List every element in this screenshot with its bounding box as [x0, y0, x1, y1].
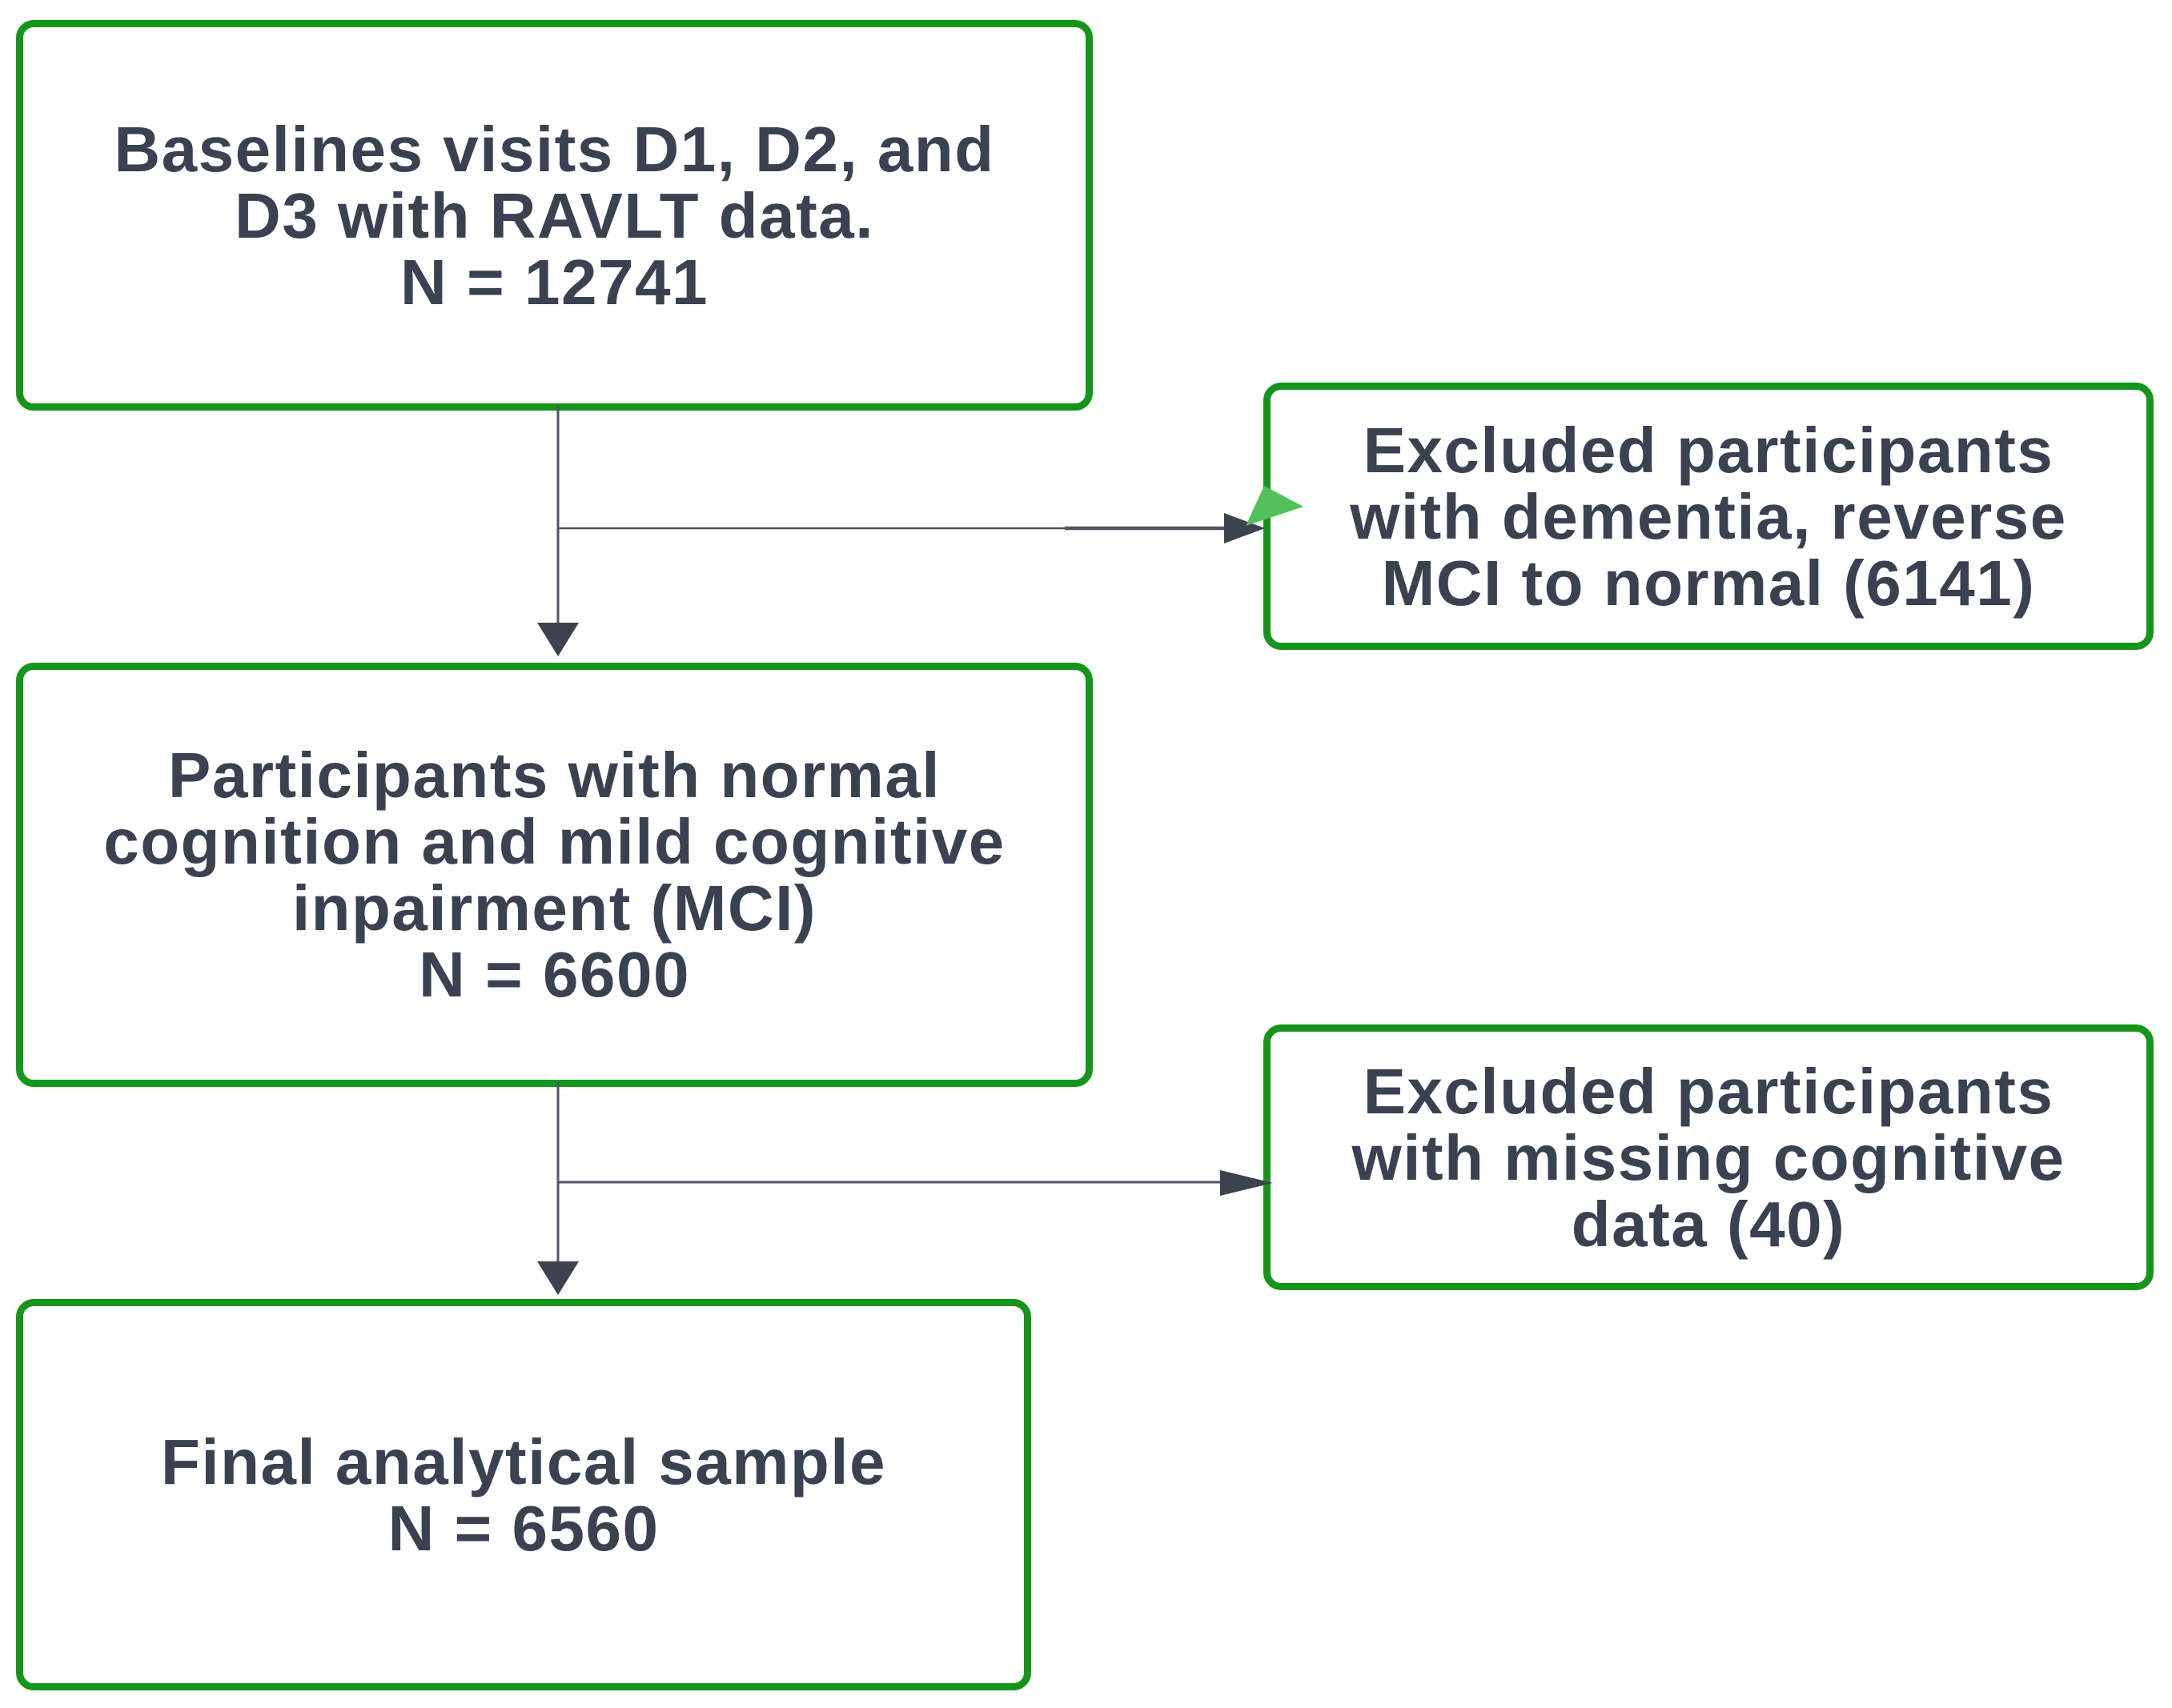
box-text-line: Final analytical sample — [161, 1425, 886, 1498]
flow-box-baseline: Baselines visits D1, D2, and D3 with RAV… — [16, 20, 1093, 411]
box-text-line: Participants with normal — [167, 740, 941, 811]
box-text-line: with missing cognitive — [1351, 1121, 2066, 1193]
connector-baseline-to-excluded-dementia — [558, 486, 1303, 543]
box-text-line: N = 12741 — [400, 246, 709, 318]
arrow-down-icon — [537, 1261, 579, 1295]
flow-box-excluded-dementia: Excluded participants with dementia, rev… — [1263, 383, 2154, 650]
flow-box-excluded-missing: Excluded participants with missing cogni… — [1263, 1024, 2154, 1290]
connector-baseline-to-cohort — [537, 405, 579, 656]
connector-cohort-to-excluded-missing — [558, 1170, 1273, 1196]
box-text-line: inpairment (MCI) — [291, 872, 817, 944]
arrow-down-icon — [537, 623, 579, 656]
arrow-right-icon — [1224, 513, 1265, 543]
box-text-line: with dementia, reverse — [1350, 480, 2067, 552]
flow-box-cohort: Participants with normal cognition and m… — [16, 663, 1093, 1087]
connector-cohort-to-final — [537, 1082, 579, 1295]
box-text-line: N = 6600 — [419, 939, 690, 1010]
box-text-line: data (40) — [1571, 1188, 1846, 1260]
box-text-line: cognition and mild cognitive — [103, 806, 1006, 877]
box-text-line: Baselines visits D1, D2, and — [114, 113, 995, 185]
box-text-line: D3 with RAVLT data. — [235, 179, 874, 251]
box-text-line: Excluded participants — [1363, 414, 2054, 486]
flow-box-final-sample: Final analytical sample N = 6560 — [16, 1299, 1031, 1690]
box-text-line: MCI to normal (6141) — [1381, 547, 2036, 619]
box-text-line: N = 6560 — [387, 1492, 660, 1564]
box-text-line: Excluded participants — [1363, 1055, 2054, 1127]
